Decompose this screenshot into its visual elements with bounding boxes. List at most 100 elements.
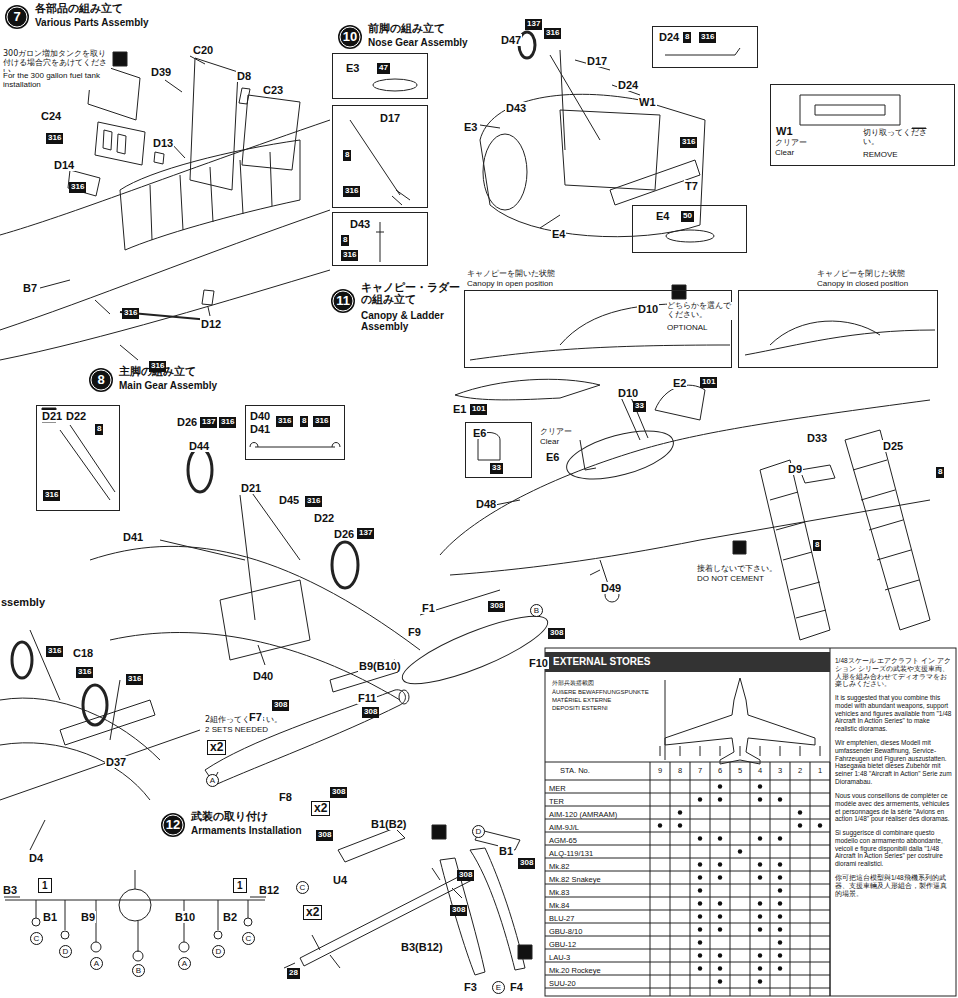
step-circle [5, 5, 29, 29]
fuselage-top-drawing [202, 290, 214, 305]
part-number: F10 [528, 657, 549, 669]
part-number: D21 [240, 482, 262, 494]
part-number: B3(B12) [400, 941, 444, 953]
paint-code: 316 [46, 133, 63, 144]
table-cell: LAU-3 [549, 954, 570, 962]
table-cell: SUU-20 [549, 980, 576, 988]
station-dot [778, 914, 782, 918]
paint-code: 316 [544, 28, 561, 39]
main-gear-drawing [60, 425, 115, 500]
part-number: B1(B2) [370, 818, 407, 830]
detail-inset: W1クリアーClear切り取ってください。REMOVE [770, 84, 955, 166]
part-number: D48 [475, 498, 497, 510]
station-dot [778, 953, 782, 957]
table-cell: 6 [718, 767, 722, 775]
fuselage-top-drawing [150, 152, 272, 240]
part-number: B9(B10) [358, 660, 402, 672]
paint-code: 308 [362, 707, 379, 718]
station-dot [718, 797, 722, 801]
paint-code: 8 [683, 32, 691, 43]
paint-code: 316 [46, 646, 63, 657]
station-dot [798, 823, 802, 827]
paint-code: 8 [343, 150, 351, 161]
station-dot [778, 836, 782, 840]
note-text: OPTIONAL [667, 324, 707, 333]
station-dot [778, 875, 782, 879]
table-note: ÄUßERE BEWAFFNUNGSPUNKTE [552, 689, 649, 696]
station-dot [698, 927, 702, 931]
table-cell: 8 [678, 767, 682, 775]
step-heading: 武装の取り付け [191, 811, 268, 823]
part-number: E6 [545, 451, 560, 463]
part-number: D45 [278, 494, 300, 506]
part-number: D21 [41, 410, 63, 422]
station-mark: 1 [38, 878, 52, 893]
stores-table [545, 949, 830, 950]
part-number: T7 [684, 180, 699, 192]
table-note: MATÉRIEL EXTERNE [552, 697, 611, 704]
station-dot [798, 810, 802, 814]
armament-drawing [214, 772, 295, 968]
station-dot [778, 940, 782, 944]
paint-code: 137 [200, 417, 217, 428]
front-view-drawing [244, 918, 252, 926]
stores-table [790, 762, 791, 996]
note-text: 接着しないで下さい。 [697, 565, 777, 574]
part-number: D17 [586, 55, 608, 67]
stores-table [730, 762, 731, 996]
table-cell: 1 [818, 767, 822, 775]
paint-code: 101 [700, 377, 717, 388]
stores-table [545, 988, 830, 989]
note-paragraph: Wir empfehlen, dieses Modell mit umfasse… [835, 739, 953, 786]
fuselage-top-drawing [0, 270, 330, 360]
nose-gear-drawing [373, 79, 417, 91]
station-dot [698, 888, 702, 892]
station-dot [658, 823, 662, 827]
table-header: EXTERNAL STORES [545, 652, 830, 672]
part-number: W1 [638, 96, 657, 108]
paint-code: 137 [525, 19, 542, 30]
part-number: D10 [617, 387, 639, 399]
part-number: D47 [500, 34, 522, 46]
part-number: D10 [637, 303, 659, 315]
stores-table [680, 746, 681, 756]
rear-gear-drawing [0, 630, 200, 850]
stores-table [710, 762, 711, 996]
note-text: クリアー [540, 428, 572, 437]
rear-gear-drawing [60, 700, 155, 745]
armament-drawing [205, 590, 554, 975]
paint-code: 316 [43, 490, 60, 501]
station-dot [758, 927, 762, 931]
part-number: D43 [505, 102, 527, 114]
paint-code: 316 [343, 186, 360, 197]
step-heading: キャノピー・ラダーの組み立て [361, 282, 461, 306]
station-dot [678, 810, 682, 814]
paint-code: 316 [149, 361, 166, 372]
nose-gear-drawing [113, 52, 127, 66]
canopy-drawing [760, 460, 830, 640]
stores-table [545, 648, 956, 996]
part-number: B12 [258, 884, 280, 896]
station-dot [758, 875, 762, 879]
paint-code: 316 [76, 667, 93, 678]
station-dot [698, 901, 702, 905]
table-cell: Mk.82 [549, 863, 569, 871]
station-dot [718, 862, 722, 866]
part-number: D43 [349, 218, 371, 230]
main-gear-drawing [250, 443, 340, 448]
main-gear-drawing [332, 542, 358, 588]
stores-table [740, 746, 741, 756]
main-gear-drawing [258, 645, 265, 665]
note-text: DO NOT CEMENT [697, 575, 764, 584]
part-number: D22 [313, 512, 335, 524]
part-number: D33 [806, 432, 828, 444]
stores-table [545, 910, 830, 911]
location-mark: D [59, 945, 72, 958]
step-circle [331, 289, 355, 313]
part-number: D40 [252, 670, 274, 682]
paint-code: 8 [936, 467, 944, 478]
part-number: B7 [22, 282, 38, 294]
step-badge: 7各部品の組み立てVarious Parts Assembly [4, 4, 30, 30]
stores-table [690, 762, 691, 996]
part-number: B9 [80, 911, 96, 923]
